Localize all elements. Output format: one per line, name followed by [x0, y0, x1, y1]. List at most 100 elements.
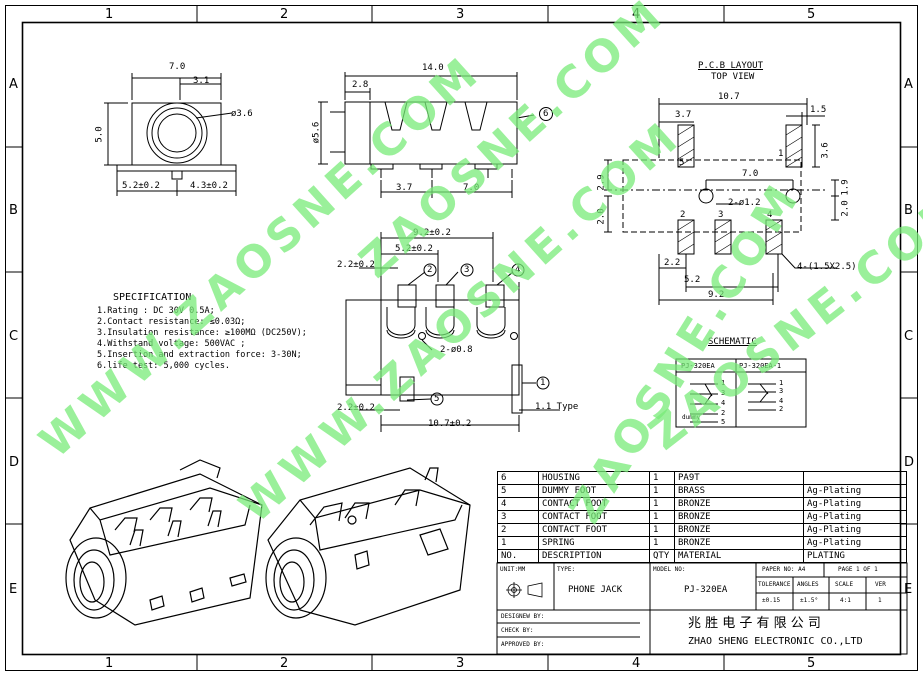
dim-side-pin-a: 3.7	[396, 183, 413, 193]
dim-side-length: 14.0	[422, 63, 444, 73]
designed-by: DESIGNEW BY:	[501, 613, 545, 620]
type-label: TYPE:	[557, 566, 576, 573]
schematic-dummy-label: dummy	[682, 414, 701, 421]
top-view	[345, 232, 560, 432]
bom-desc: SPRING	[538, 536, 650, 550]
pcb-pad-1	[785, 124, 803, 168]
dim-side-pin-b: 7.0	[463, 183, 480, 193]
schematic-pin: 2	[779, 405, 784, 413]
bom-no: 2	[497, 523, 539, 537]
bom-no: 6	[497, 471, 539, 485]
dim-pcb-d11: 5.2	[684, 275, 701, 285]
dim-front-hole: ø3.6	[231, 109, 253, 119]
schematic-model-right: PJ-320EA-1	[739, 362, 782, 370]
bom-qty: 1	[649, 471, 675, 485]
row-marker-b: B	[9, 203, 18, 218]
dim-pcb-d10: 2.2	[664, 258, 681, 268]
projection-symbol-icon	[506, 582, 543, 598]
dim-side-front: 2.8	[352, 80, 369, 90]
dim-top-b: 5.2±0.2	[395, 244, 433, 254]
bom-qty: 1	[649, 523, 675, 537]
schematic-pin: 5	[721, 418, 726, 426]
ver-value: 1	[878, 597, 882, 604]
page-no: PAGE 1 OF 1	[838, 566, 878, 573]
row-marker-e: E	[9, 582, 18, 597]
iso-view-left	[65, 459, 263, 626]
bom-mat: PA9T	[674, 471, 804, 485]
unit-label: UNIT:MM	[500, 566, 526, 573]
row-marker-b-right: B	[904, 203, 913, 218]
pcb-layout-title: P.C.B LAYOUT	[698, 61, 764, 71]
pcb-layout-view	[604, 98, 839, 305]
spec-line: 3.Insulation resistance: ≥100MΩ (DC250V)…	[97, 328, 307, 338]
pcb-pad-label-3: 3	[718, 210, 724, 220]
bom-no: 3	[497, 510, 539, 524]
dim-front-height: 5.0	[94, 126, 105, 143]
schematic-model-left: PJ-320EA	[681, 362, 715, 370]
dim-top-d: 2.2±0.2	[337, 403, 375, 413]
pcb-pad-label-2: 2	[680, 210, 686, 220]
col-marker-5: 5	[807, 7, 816, 22]
angles-value: ±1.5°	[800, 597, 819, 604]
dim-pcb-d2: 1.5	[810, 105, 827, 115]
dim-pcb-d4: 7.0	[742, 169, 759, 179]
col-marker-2: 2	[280, 7, 289, 22]
dim-pcb-d3: 3.6	[820, 142, 831, 159]
bom-plating: Ag-Plating	[803, 497, 907, 511]
row-marker-a: A	[9, 77, 18, 92]
bom-qty: 1	[649, 484, 675, 498]
col-marker-5-bottom: 5	[807, 656, 816, 671]
pcb-pad-4	[765, 219, 783, 255]
bom-qty: 1	[649, 536, 675, 550]
dim-pcb-d1: 3.7	[675, 110, 692, 120]
bom-mat: BRONZE	[674, 497, 804, 511]
outer-border	[5, 5, 918, 671]
bom-no: 5	[497, 484, 539, 498]
schematic	[675, 358, 807, 428]
callout-4: 4	[515, 265, 521, 275]
dim-top-e: 10.7±0.2	[428, 419, 472, 429]
col-marker-2-bottom: 2	[280, 656, 289, 671]
approved-by: APPROVED BY:	[501, 641, 545, 648]
bom-plating: Ag-Plating	[803, 536, 907, 550]
type-value: PHONE JACK	[568, 585, 623, 595]
pcb-pad-label-1: 1	[778, 149, 784, 159]
dim-pcb-d12: 9.2	[708, 290, 725, 300]
spec-line: 4.Withstand voltage: 500VAC ;	[97, 339, 246, 349]
row-marker-e-right: E	[904, 582, 913, 597]
col-marker-1-bottom: 1	[105, 656, 114, 671]
dim-front-right: 4.3±0.2	[190, 181, 228, 191]
bom-plating: Ag-Plating	[803, 523, 907, 537]
row-marker-d: D	[9, 455, 20, 470]
pcb-pad-5	[677, 124, 695, 168]
inner-border	[21, 21, 902, 656]
callout-2: 2	[427, 265, 433, 275]
dim-pcb-width: 10.7	[718, 92, 740, 102]
spec-line: 2.Contact resistance: ≤0.03Ω;	[97, 317, 246, 327]
callout-5: 5	[434, 394, 440, 404]
dim-side-dia: ø5.6	[311, 121, 322, 144]
schematic-pin: 1	[721, 379, 726, 387]
scale-label: SCALE	[835, 581, 854, 588]
dim-front-left: 5.2±0.2	[122, 181, 160, 191]
model-value: PJ-320EA	[684, 585, 728, 595]
bom-qty: 1	[649, 497, 675, 511]
pcb-pad-3	[714, 219, 732, 255]
dim-top-hole: 2-ø0.8	[440, 345, 473, 355]
dim-front-width: 7.0	[169, 62, 186, 72]
company-name-en: ZHAO SHENG ELECTRONIC CO.,LTD	[688, 636, 863, 647]
dim-pcb-d9: 2.0	[840, 200, 851, 217]
bom-header-no: NO.	[497, 549, 539, 563]
row-marker-c: C	[9, 329, 19, 344]
spec-line: 1.Rating : DC 30V 0.5A;	[97, 306, 215, 316]
callout-1: 1	[540, 378, 546, 388]
